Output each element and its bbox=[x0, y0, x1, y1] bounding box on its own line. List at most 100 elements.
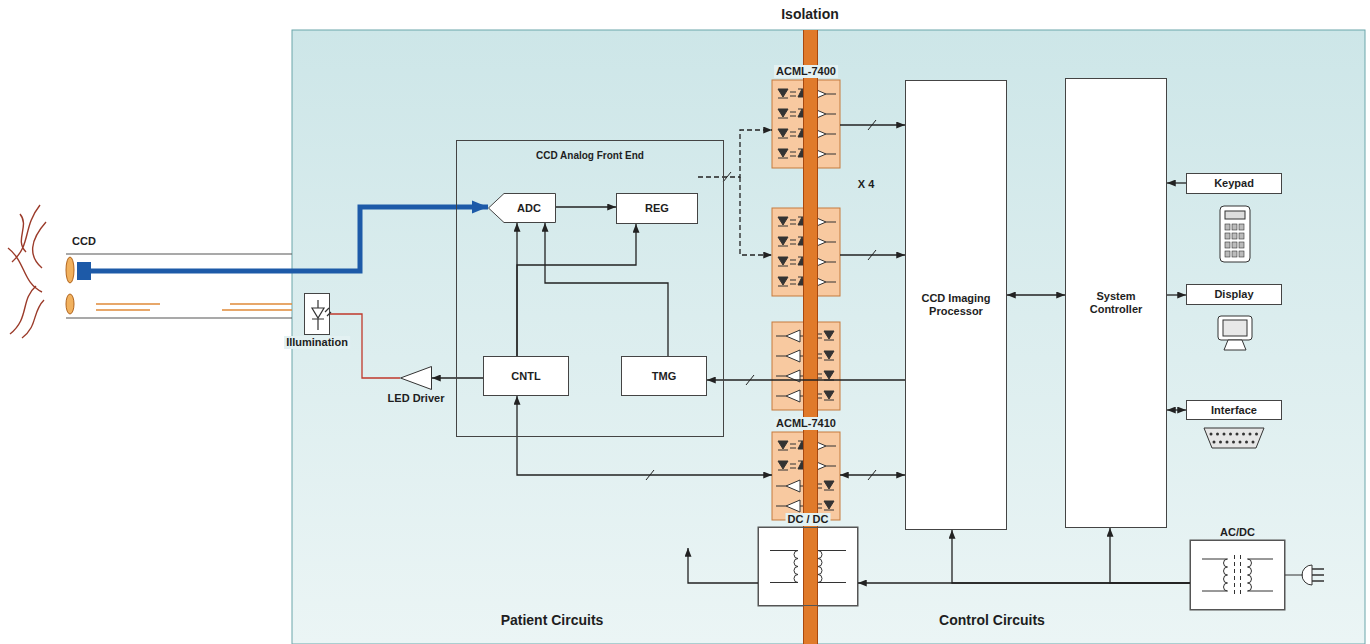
amplifier-triangle bbox=[401, 367, 432, 390]
keypad-key bbox=[1225, 233, 1230, 239]
register-block: REG bbox=[616, 193, 698, 224]
node-label: CCD bbox=[70, 235, 98, 248]
keypad-key bbox=[1239, 251, 1244, 257]
signal-arrow bbox=[952, 530, 1190, 583]
power-wire bbox=[688, 548, 758, 583]
led-diode-symbol bbox=[312, 300, 331, 330]
signal-arrow bbox=[698, 130, 772, 177]
connector-icon bbox=[1204, 428, 1264, 448]
barrier-title: Isolation bbox=[781, 6, 839, 22]
keypad-key bbox=[1232, 251, 1237, 257]
led bbox=[778, 257, 788, 266]
coil bbox=[1224, 559, 1252, 591]
led bbox=[824, 371, 834, 380]
node-label: CNTL bbox=[511, 370, 540, 383]
connector-pin bbox=[1242, 433, 1245, 436]
adc-outline bbox=[489, 194, 556, 223]
lens bbox=[66, 257, 74, 283]
mains-plug-icon bbox=[1285, 565, 1324, 585]
core bbox=[1235, 555, 1241, 595]
node-label: LED Driver bbox=[386, 392, 447, 405]
diode-shape bbox=[305, 294, 329, 334]
led bbox=[778, 149, 788, 158]
connector-pin bbox=[1255, 433, 1258, 436]
region-label: Patient Circuits bbox=[501, 612, 604, 628]
lead bbox=[776, 396, 806, 397]
led bbox=[824, 501, 834, 510]
signal-arrow bbox=[432, 377, 483, 378]
signal-arrow bbox=[517, 224, 636, 356]
ac-dc-supply: AC/DC bbox=[1190, 540, 1285, 610]
led bbox=[778, 109, 788, 118]
connector-pin bbox=[1232, 441, 1235, 444]
lead bbox=[776, 356, 806, 357]
node-label: Keypad bbox=[1214, 177, 1254, 190]
led bbox=[778, 89, 788, 98]
connector-pin bbox=[1239, 441, 1242, 444]
lead bbox=[776, 336, 806, 337]
signal-arrow bbox=[556, 206, 616, 207]
connector-pin bbox=[1213, 441, 1216, 444]
light-fiber bbox=[96, 304, 292, 310]
plug-body bbox=[1300, 565, 1312, 585]
light-arrows bbox=[790, 240, 796, 244]
led bbox=[778, 217, 788, 226]
system-panel bbox=[292, 30, 1365, 644]
node-label: Display bbox=[1214, 288, 1253, 301]
node-label: Interface bbox=[1211, 404, 1257, 417]
isolation-bar bbox=[803, 30, 818, 644]
monitor-icon bbox=[1218, 316, 1252, 350]
connector-pin bbox=[1210, 433, 1213, 436]
led bbox=[824, 481, 834, 490]
led bbox=[824, 331, 834, 340]
buffer bbox=[786, 500, 800, 512]
node-label: DC / DC bbox=[786, 513, 831, 526]
process-box: System Controller bbox=[1065, 78, 1167, 528]
video-signal bbox=[91, 207, 488, 271]
signal-arrow bbox=[1110, 528, 1190, 583]
led bbox=[824, 391, 834, 400]
tri-shape bbox=[400, 366, 432, 390]
light-arrows bbox=[790, 280, 796, 284]
lead bbox=[776, 486, 806, 487]
io-box: Interface bbox=[1186, 400, 1282, 420]
led bbox=[778, 441, 788, 450]
keypad-key bbox=[1225, 251, 1230, 257]
io-box: Display bbox=[1186, 284, 1282, 305]
connector-shell bbox=[1204, 428, 1264, 448]
timing-block: TMG bbox=[621, 356, 707, 396]
tissue bbox=[8, 205, 46, 338]
node-label: System Controller bbox=[1071, 290, 1161, 316]
light-arrows bbox=[790, 132, 796, 136]
ccd-sensor: CCD bbox=[77, 262, 91, 280]
probe-tube bbox=[66, 254, 292, 318]
signal-arrow bbox=[840, 474, 905, 475]
monitor-screen bbox=[1223, 320, 1247, 336]
adc-block: ADC bbox=[488, 193, 556, 223]
process-box: CCD Imaging Processor bbox=[905, 80, 1007, 530]
bus-tick bbox=[868, 250, 876, 260]
led-driver: LED Driver bbox=[400, 366, 432, 390]
node-label: ADC bbox=[517, 202, 541, 215]
light-arrows bbox=[790, 464, 796, 468]
node-label: TMG bbox=[652, 370, 676, 383]
keypad-key bbox=[1232, 233, 1237, 239]
connector-pin bbox=[1226, 441, 1229, 444]
monitor-body bbox=[1218, 316, 1252, 340]
node-label: CCD Analog Front End bbox=[457, 149, 723, 162]
connector-pin bbox=[1216, 433, 1219, 436]
signal-arrow bbox=[1167, 182, 1186, 183]
signal-arrow bbox=[545, 223, 668, 356]
plug-cord bbox=[1285, 575, 1300, 576]
monitor-stand bbox=[1224, 340, 1246, 350]
front-end-group: CCD Analog Front EndADC REG CNTL TMG bbox=[456, 140, 724, 437]
light-arrows bbox=[790, 444, 796, 448]
light-arrows bbox=[790, 260, 796, 264]
buffer bbox=[786, 350, 800, 362]
buffer bbox=[786, 390, 800, 402]
dc-dc-converter: DC / DC bbox=[758, 527, 858, 606]
winding-lead bbox=[1202, 559, 1273, 591]
light-arrows bbox=[790, 220, 796, 224]
node-label: AC/DC bbox=[1218, 526, 1257, 539]
